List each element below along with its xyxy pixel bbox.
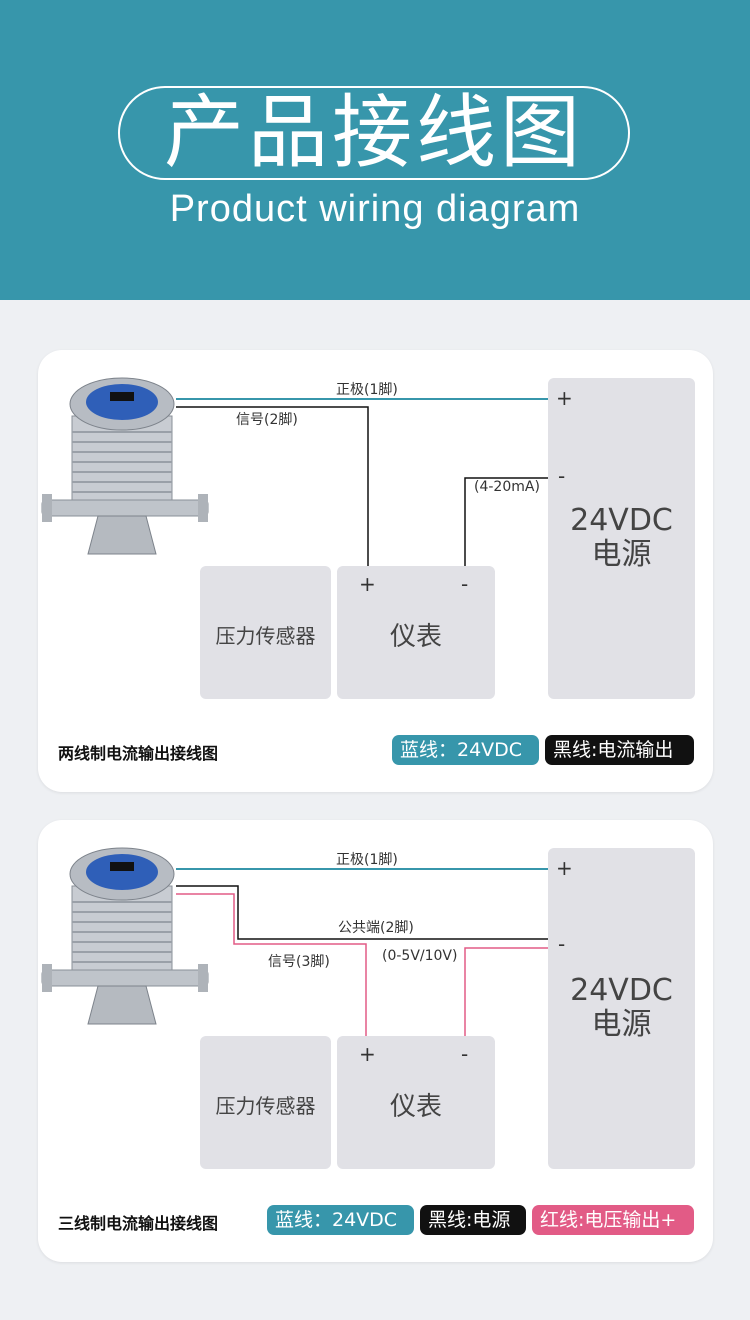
pressure-sensor-label: 压力传感器 xyxy=(215,624,316,648)
pressure-sensor-device-icon xyxy=(41,847,209,1025)
positive-wire-label: 正极(1脚) xyxy=(336,382,398,398)
meter-plus-sign: + xyxy=(359,572,376,596)
pressure-sensor-label: 压力传感器 xyxy=(215,1094,316,1118)
two-wire-wiring xyxy=(176,398,548,568)
black-common-wire xyxy=(176,885,548,940)
meter-label: 仪表 xyxy=(389,1092,442,1122)
power-voltage-label: 24VDC xyxy=(570,973,673,1008)
power-supply-box: + - 24VDC 电源 xyxy=(548,378,695,699)
positive-wire-label: 正极(1脚) xyxy=(336,852,398,868)
voltage-range-label: (0-5V/10V) xyxy=(382,948,458,964)
black-current-wire xyxy=(464,477,548,568)
black-signal-wire xyxy=(176,406,369,568)
red-voltage-wire xyxy=(464,947,548,1038)
power-voltage-label: 24VDC xyxy=(570,503,673,538)
power-minus-sign: - xyxy=(558,932,566,956)
power-plus-sign: + xyxy=(556,386,573,410)
three-wire-wiring xyxy=(176,868,548,1038)
pressure-sensor-device-icon xyxy=(41,377,209,555)
meter-minus-sign: - xyxy=(461,1042,469,1066)
blue-wire-tag: 蓝线：24VDC xyxy=(267,1205,414,1235)
meter-label: 仪表 xyxy=(389,622,442,652)
power-supply-label: 电源 xyxy=(591,537,652,572)
header-banner: 产品接线图 Product wiring diagram xyxy=(0,0,750,300)
power-supply-label: 电源 xyxy=(591,1007,652,1042)
two-wire-diagram-panel: 正极(1脚) 信号(2脚) (4-20mA) 压力传感器 + - 仪表 + - … xyxy=(38,350,713,792)
meter-box: + - 仪表 xyxy=(337,1036,495,1169)
red-wire-tag: 红线:电压输出+ xyxy=(532,1205,694,1235)
black-wire-tag: 黑线:电源 xyxy=(420,1205,526,1235)
page-title: 产品接线图 xyxy=(164,86,584,179)
meter-minus-sign: - xyxy=(461,572,469,596)
title-frame xyxy=(118,86,630,180)
power-plus-sign: + xyxy=(556,856,573,880)
signal-wire-label: 信号(3脚) xyxy=(268,954,330,970)
page-subtitle: Product wiring diagram xyxy=(169,188,581,230)
power-minus-sign: - xyxy=(558,464,566,488)
common-wire-label: 公共端(2脚) xyxy=(338,920,414,936)
current-range-label: (4-20mA) xyxy=(474,479,540,495)
black-wire-tag: 黑线:电流输出 xyxy=(545,735,694,765)
pressure-sensor-box: 压力传感器 xyxy=(200,1036,331,1169)
signal-wire-label: 信号(2脚) xyxy=(236,412,298,428)
diagram-caption: 三线制电流输出接线图 xyxy=(58,1214,219,1233)
red-signal-wire xyxy=(176,893,367,1038)
meter-plus-sign: + xyxy=(359,1042,376,1066)
three-wire-diagram-panel: 正极(1脚) 公共端(2脚) 信号(3脚) (0-5V/10V) 压力传感器 +… xyxy=(38,820,713,1262)
diagram-caption: 两线制电流输出接线图 xyxy=(58,744,219,763)
pressure-sensor-box: 压力传感器 xyxy=(200,566,331,699)
meter-box: + - 仪表 xyxy=(337,566,495,699)
blue-wire-tag: 蓝线：24VDC xyxy=(392,735,539,765)
power-supply-box: + - 24VDC 电源 xyxy=(548,848,695,1169)
